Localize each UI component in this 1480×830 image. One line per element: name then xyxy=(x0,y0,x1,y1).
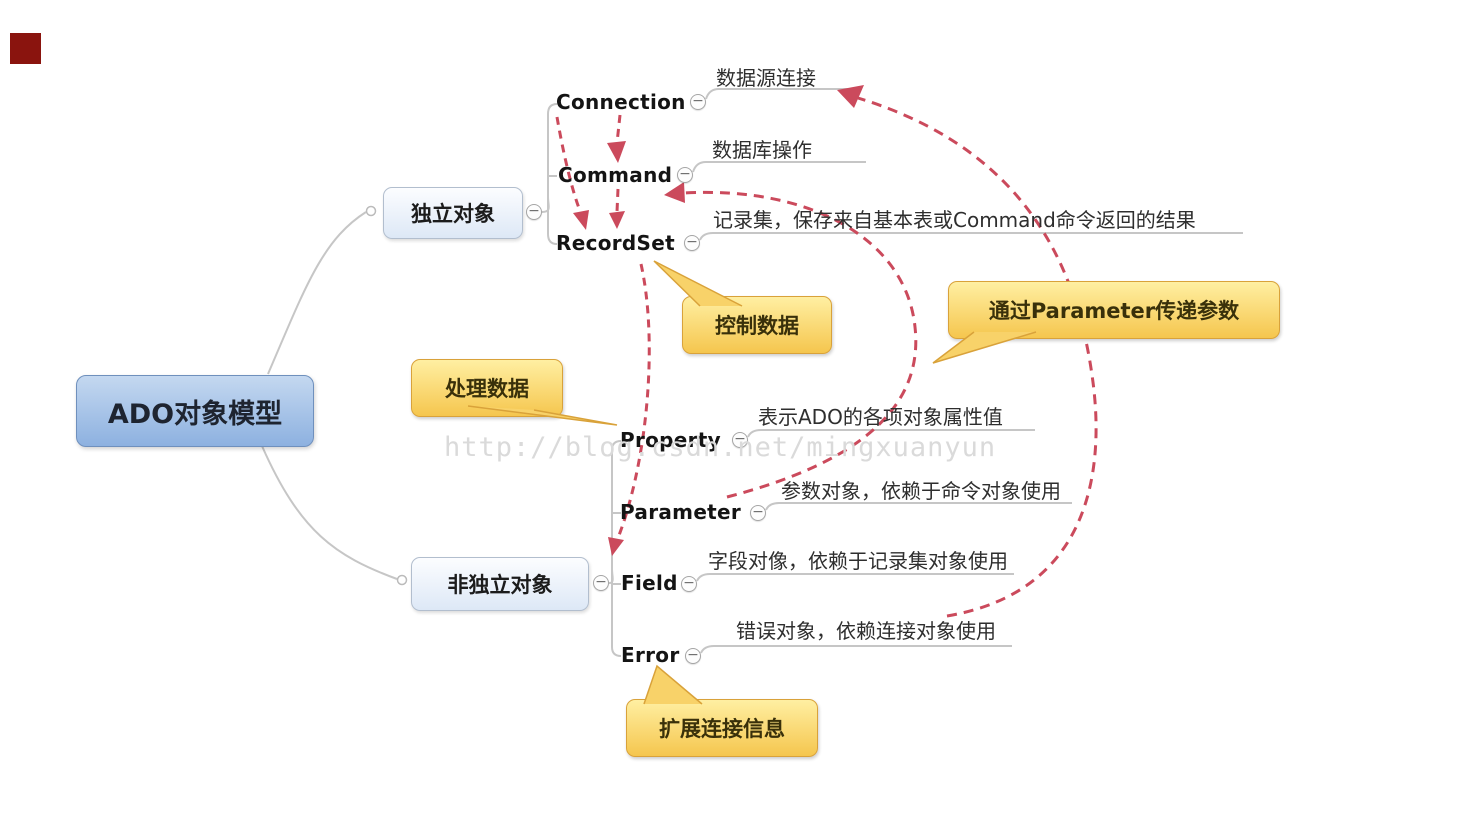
collapse-icon[interactable]: − xyxy=(732,432,748,448)
note-field[interactable]: 字段对像，依赖于记录集对象使用 xyxy=(708,549,1008,573)
callout-extend-connection-info[interactable]: 扩展连接信息 xyxy=(626,699,818,757)
arrowheads xyxy=(573,85,864,556)
note-connection[interactable]: 数据源连接 xyxy=(716,66,816,90)
branch-end-dots xyxy=(365,205,408,586)
relationship-arrows xyxy=(555,96,1098,618)
callout-control-data[interactable]: 控制数据 xyxy=(682,296,832,354)
branch-node-independent[interactable]: 独立对象 xyxy=(383,187,523,239)
collapse-icon[interactable]: − xyxy=(677,167,693,183)
callout-label: 处理数据 xyxy=(445,377,529,401)
topic-command[interactable]: Command xyxy=(558,163,673,187)
topic-recordset[interactable]: RecordSet xyxy=(556,231,675,255)
note-parameter[interactable]: 参数对象，依赖于命令对象使用 xyxy=(781,479,1061,503)
callout-label: 控制数据 xyxy=(715,314,799,338)
topic-parameter[interactable]: Parameter xyxy=(620,500,742,524)
collapse-icon[interactable]: − xyxy=(684,235,700,251)
note-error[interactable]: 错误对象，依赖连接对象使用 xyxy=(736,619,996,643)
topic-connection[interactable]: Connection xyxy=(556,90,686,114)
branch-label: 非独立对象 xyxy=(447,573,553,597)
branch-node-dependent[interactable]: 非独立对象 xyxy=(411,557,589,611)
note-property[interactable]: 表示ADO的各项对象属性值 xyxy=(758,405,1003,429)
topic-property[interactable]: Property xyxy=(620,428,722,452)
callout-label: 通过Parameter传递参数 xyxy=(988,299,1240,323)
collapse-icon[interactable]: − xyxy=(681,576,697,592)
tree-connectors xyxy=(261,88,1243,657)
collapse-icon[interactable]: − xyxy=(526,204,542,220)
corner-marker xyxy=(10,33,41,64)
collapse-icon[interactable]: − xyxy=(685,648,701,664)
callout-label: 扩展连接信息 xyxy=(659,717,785,741)
callout-parameter-passing[interactable]: 通过Parameter传递参数 xyxy=(948,281,1280,339)
collapse-icon[interactable]: − xyxy=(690,94,706,110)
note-recordset[interactable]: 记录集，保存来自基本表或Command命令返回的结果 xyxy=(713,208,1196,232)
topic-field[interactable]: Field xyxy=(621,571,678,595)
collapse-icon[interactable]: − xyxy=(593,575,609,591)
root-label: ADO对象模型 xyxy=(107,398,283,430)
note-command[interactable]: 数据库操作 xyxy=(712,138,812,162)
callout-process-data[interactable]: 处理数据 xyxy=(411,359,563,417)
collapse-icon[interactable]: − xyxy=(750,505,766,521)
topic-error[interactable]: Error xyxy=(621,643,680,667)
branch-label: 独立对象 xyxy=(411,202,495,226)
root-node[interactable]: ADO对象模型 xyxy=(76,375,314,447)
watermark: http://blog.csdn.net/mingxuanyun xyxy=(444,432,997,463)
